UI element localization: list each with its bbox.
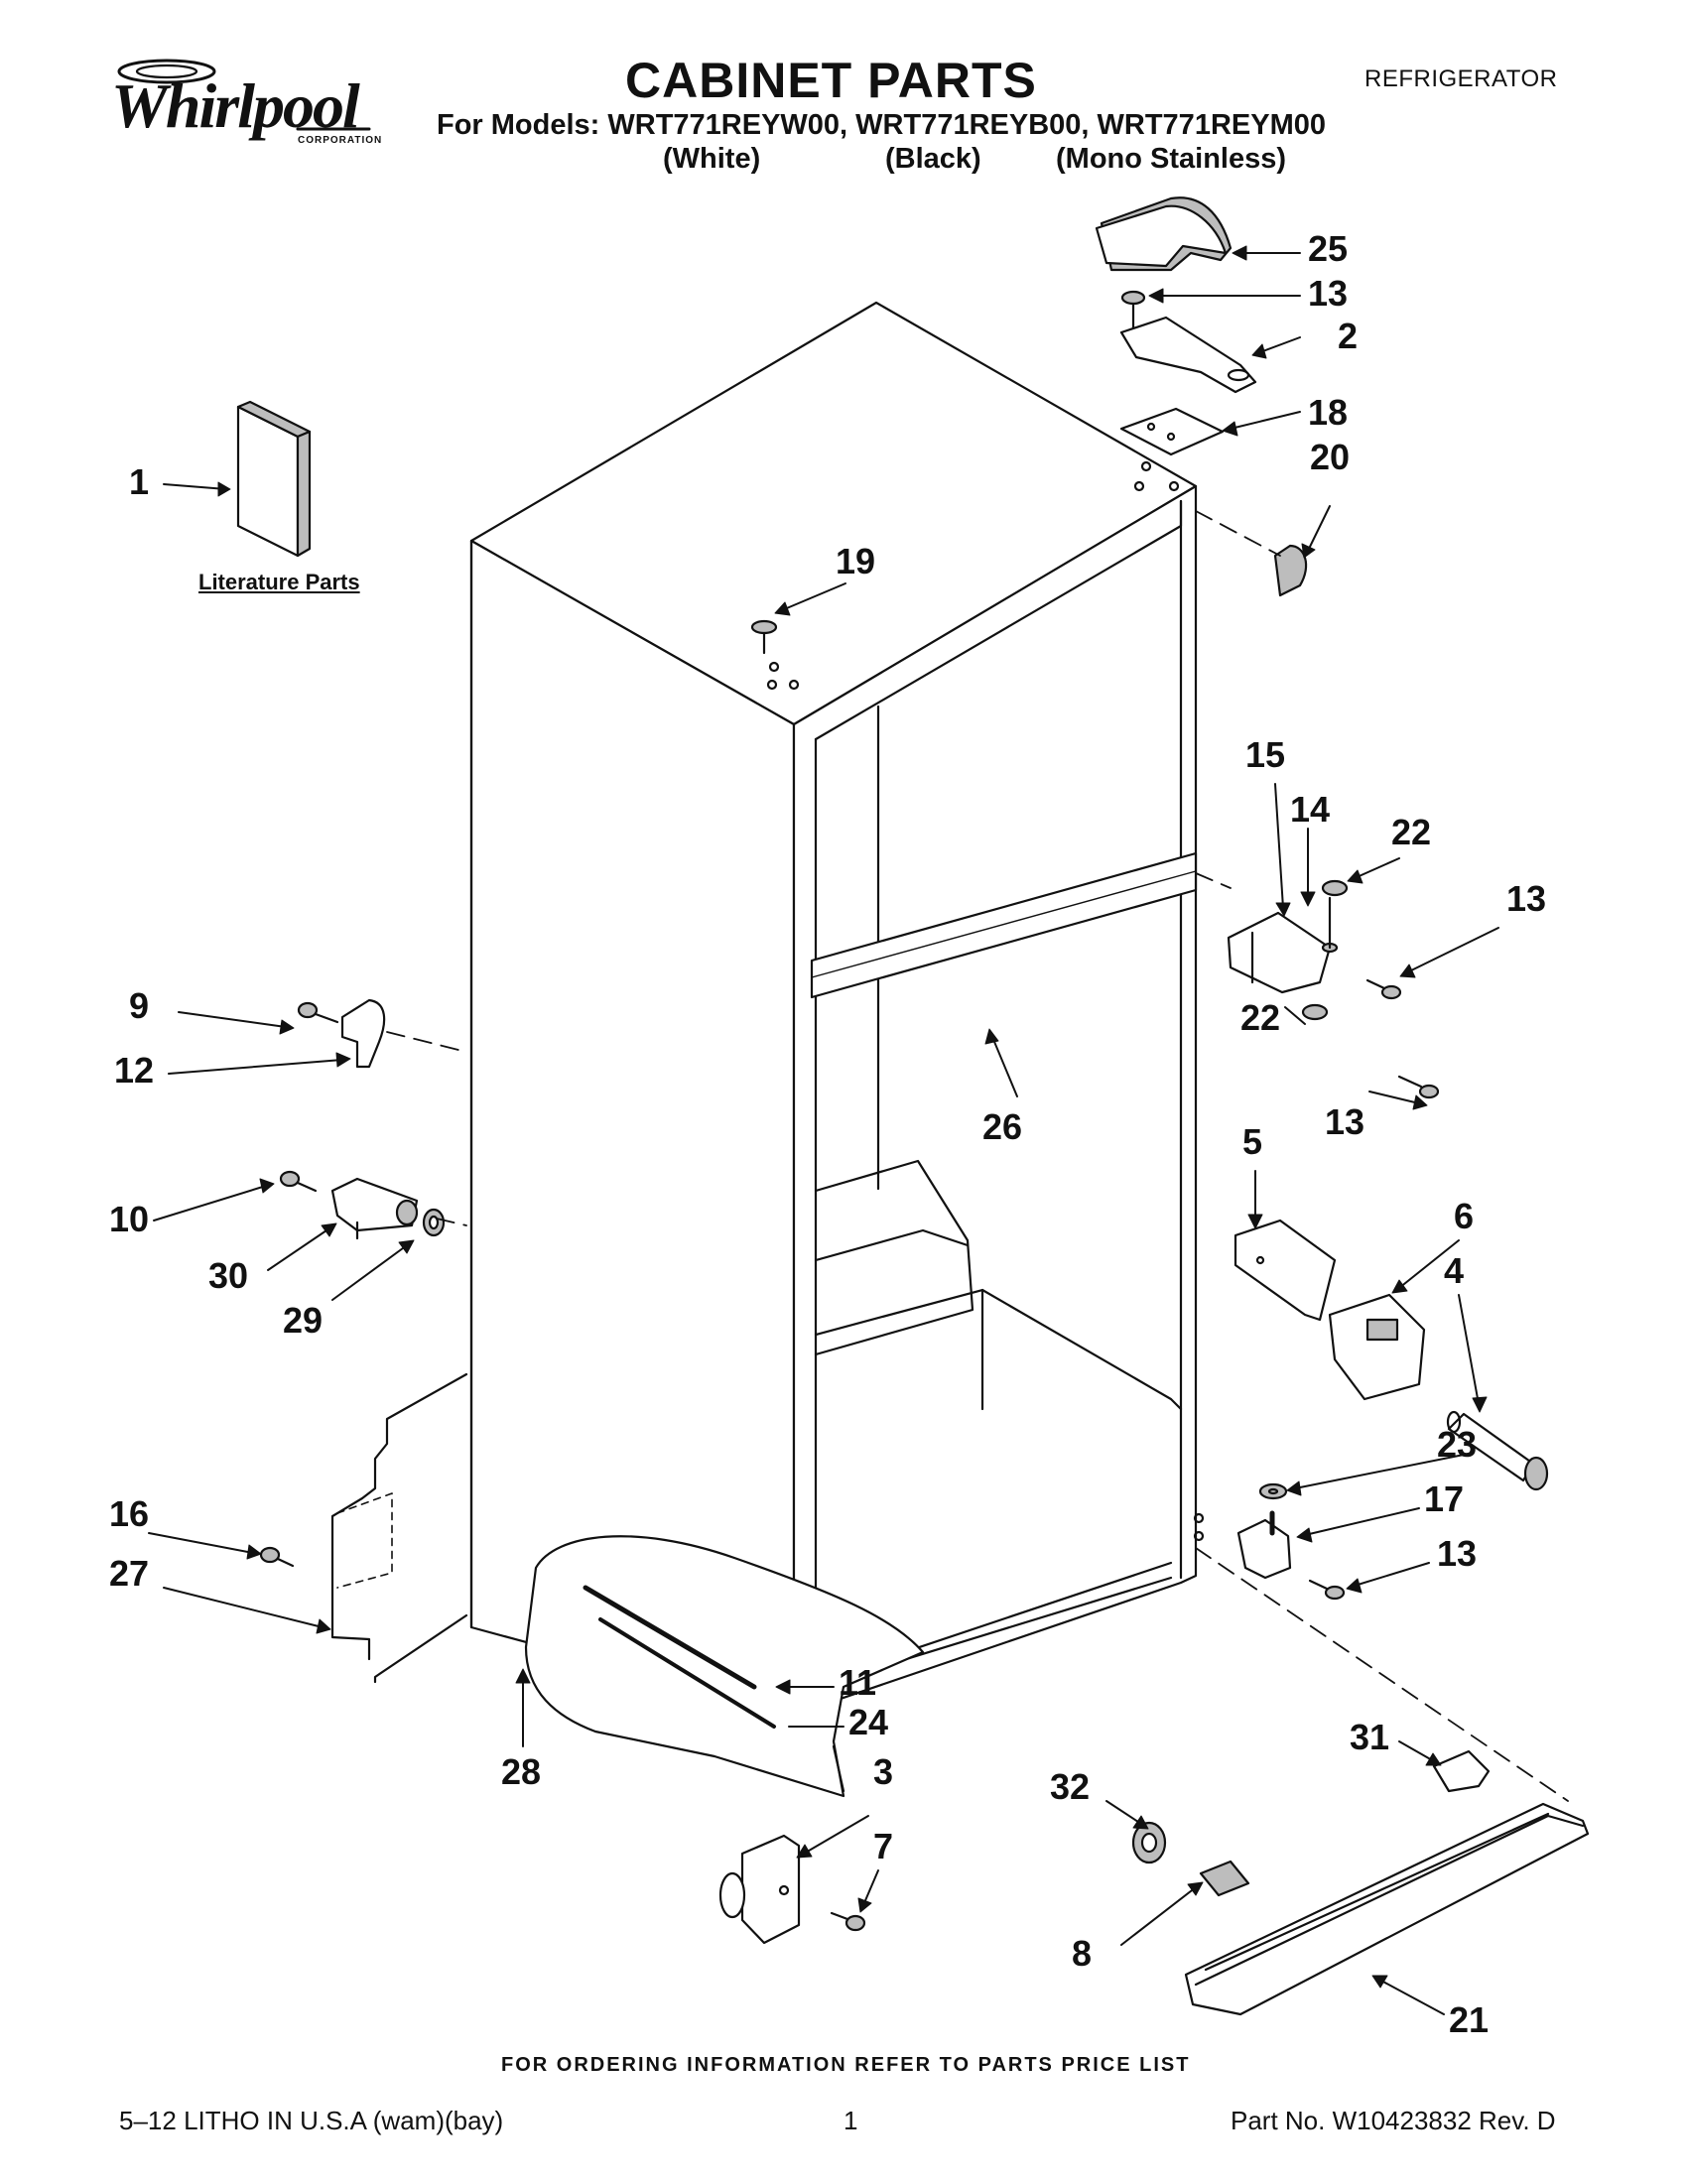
callout-8: 8 <box>1072 1933 1093 1974</box>
callout-13-bottom: 13 <box>1437 1533 1478 1574</box>
callout-1: 1 <box>129 461 150 502</box>
callout-22-lower: 22 <box>1240 997 1281 1038</box>
part-bottom-hinge <box>1236 1510 1292 1580</box>
callout-25: 25 <box>1308 228 1349 269</box>
callout-20: 20 <box>1310 437 1351 477</box>
part-bracket <box>1234 1219 1337 1322</box>
part-bottom-washer <box>1258 1482 1288 1500</box>
callout-22-upper: 22 <box>1391 812 1432 852</box>
callout-26: 26 <box>982 1106 1023 1147</box>
callout-16: 16 <box>109 1493 150 1534</box>
callout-19: 19 <box>836 541 876 581</box>
part-roller-bracket <box>718 1834 801 1945</box>
callout-24: 24 <box>848 1702 889 1742</box>
variant-black: (Black) <box>885 143 981 175</box>
callout-30: 30 <box>208 1255 249 1296</box>
callout-17: 17 <box>1424 1478 1465 1519</box>
part-screw-left-lower <box>279 1170 318 1193</box>
brand-logo-subtitle: CORPORATION <box>298 135 383 146</box>
page-title: CABINET PARTS <box>625 53 1037 108</box>
part-hinge-cap <box>1273 544 1308 597</box>
callout-14: 14 <box>1290 789 1331 830</box>
variant-white: (White) <box>663 143 761 175</box>
part-washer-lower <box>1301 1003 1329 1021</box>
callout-13-mid-b: 13 <box>1325 1101 1365 1142</box>
literature-parts-label: Literature Parts <box>198 570 360 594</box>
callout-31: 31 <box>1350 1717 1390 1757</box>
part-bottom-hinge-screw <box>1308 1579 1346 1601</box>
variant-mono-stainless: (Mono Stainless) <box>1056 143 1287 175</box>
part-washer-upper <box>1321 879 1349 897</box>
callout-4: 4 <box>1444 1250 1465 1291</box>
callout-9: 9 <box>129 985 150 1026</box>
part-roller-screw <box>830 1911 866 1932</box>
part-center-hinge <box>1227 896 1339 994</box>
part-cylinder <box>1446 1410 1549 1491</box>
document-type: REFRIGERATOR <box>1364 65 1558 92</box>
part-literature-book <box>236 400 312 558</box>
part-screw-guard <box>259 1546 295 1568</box>
callout-15: 15 <box>1245 734 1286 775</box>
part-leveling-foot <box>1131 1821 1167 1864</box>
callout-28: 28 <box>501 1751 542 1792</box>
part-cabinet <box>469 301 1205 1717</box>
callout-leaders <box>148 245 1499 2015</box>
part-hinge-screw-mid-b <box>1397 1075 1440 1099</box>
part-bottom-pan <box>524 1535 925 1798</box>
part-grille-clip <box>1199 1860 1250 1897</box>
part-hinge-cover <box>1095 196 1233 272</box>
callout-6: 6 <box>1454 1196 1475 1236</box>
part-grille-retainer <box>1432 1749 1491 1793</box>
page-number: 1 <box>844 2106 858 2135</box>
callout-10: 10 <box>109 1199 150 1239</box>
ordering-notice: FOR ORDERING INFORMATION REFER TO PARTS … <box>501 2054 1191 2076</box>
part-hinge-shim <box>1119 407 1225 456</box>
part-screw-left-upper <box>297 1001 339 1024</box>
callout-3: 3 <box>873 1751 894 1792</box>
callout-27: 27 <box>109 1553 150 1594</box>
part-top-plug <box>750 619 778 655</box>
logo-swoosh <box>117 59 371 131</box>
callout-23: 23 <box>1437 1424 1478 1465</box>
callout-12: 12 <box>114 1050 155 1091</box>
callout-13-top: 13 <box>1308 273 1349 314</box>
callout-18: 18 <box>1308 392 1349 433</box>
part-spacer <box>422 1208 446 1237</box>
part-hinge-bushing <box>330 1177 419 1240</box>
callout-32: 32 <box>1050 1766 1091 1807</box>
part-latch-bracket <box>340 998 386 1069</box>
part-base-grille <box>1184 1802 1590 2016</box>
callout-29: 29 <box>283 1300 324 1341</box>
part-top-hinge-screw <box>1120 290 1146 337</box>
callout-7: 7 <box>873 1826 894 1866</box>
litho-info: 5–12 LITHO IN U.S.A (wam)(bay) <box>119 2106 504 2135</box>
callout-13-mid-a: 13 <box>1506 878 1547 919</box>
part-number: Part No. W10423832 Rev. D <box>1231 2106 1556 2135</box>
part-side-guard <box>330 1372 468 1684</box>
callout-2: 2 <box>1338 316 1359 356</box>
models-line: For Models: WRT771REYW00, WRT771REYB00, … <box>437 109 1326 141</box>
callout-21: 21 <box>1449 1999 1490 2040</box>
part-top-hinge <box>1119 316 1257 394</box>
part-hinge-screw-mid-a <box>1365 978 1402 1000</box>
part-valve-housing <box>1328 1293 1426 1401</box>
callout-11: 11 <box>839 1662 877 1703</box>
callout-5: 5 <box>1242 1121 1263 1162</box>
